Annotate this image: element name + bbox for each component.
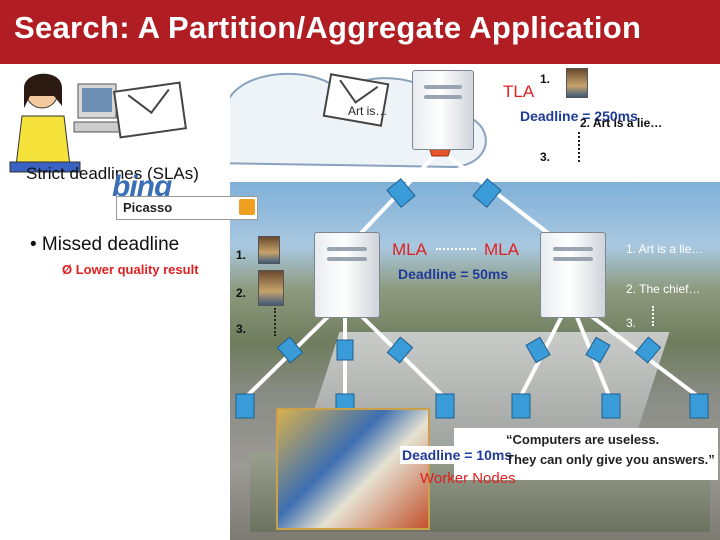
mla-left-server-icon — [314, 232, 380, 318]
picasso-painting-image — [276, 408, 430, 530]
cloud-snippet: Art is… — [348, 104, 388, 118]
search-input[interactable]: Picasso — [116, 196, 258, 220]
worker-deadline: Deadline = 10ms — [400, 446, 515, 464]
quote-line-2: They can only give you answers.” — [506, 452, 715, 467]
search-go-icon[interactable] — [239, 199, 255, 215]
user-at-computer-icon — [9, 73, 120, 173]
mla-right-label: MLA — [484, 240, 519, 259]
portrait-thumb-icon — [566, 68, 588, 98]
quote-line-1: “Computers are useless. — [506, 432, 660, 447]
search-query: Picasso — [123, 200, 173, 215]
mla-result-3: 3. — [626, 316, 637, 330]
mla-result-ellipsis-icon — [652, 306, 656, 326]
tla-label: TLA — [503, 82, 535, 101]
result-ellipsis-icon — [578, 132, 582, 162]
lower-quality-subbullet: Ø Lower quality result — [62, 262, 199, 277]
missed-ellipsis-icon — [274, 308, 278, 336]
missed-result-3: 3. — [236, 322, 247, 336]
mla-result-2: 2. The chief… — [626, 282, 701, 296]
tla-result-3: 3. — [540, 150, 551, 164]
title-bar: Search: A Partition/Aggregate Applicatio… — [0, 0, 720, 64]
sla-bullet: Strict deadlines (SLAs) — [26, 164, 199, 183]
mla-ellipsis-icon — [436, 248, 476, 252]
tla-server-icon — [412, 70, 474, 150]
tla-result-1: 1. — [540, 72, 551, 86]
mla-right-server-icon — [540, 232, 606, 318]
missed-result-2: 2. — [236, 286, 247, 300]
slide-title: Search: A Partition/Aggregate Applicatio… — [14, 10, 642, 45]
missed-deadline-bullet: • Missed deadline — [30, 234, 180, 255]
missed-portrait-1-icon — [258, 236, 280, 264]
worker-nodes-label: Worker Nodes — [420, 470, 516, 487]
missed-result-1: 1. — [236, 248, 247, 262]
mla-result-1: 1. Art is a lie… — [626, 242, 704, 256]
mla-deadline: Deadline = 50ms — [398, 266, 509, 282]
mla-left-label: MLA — [392, 240, 427, 259]
tla-result-2: 2. Art is a lie… — [580, 116, 663, 130]
missed-portrait-2-icon — [258, 270, 284, 306]
tla-deadline: Deadline = 250ms — [520, 108, 638, 124]
